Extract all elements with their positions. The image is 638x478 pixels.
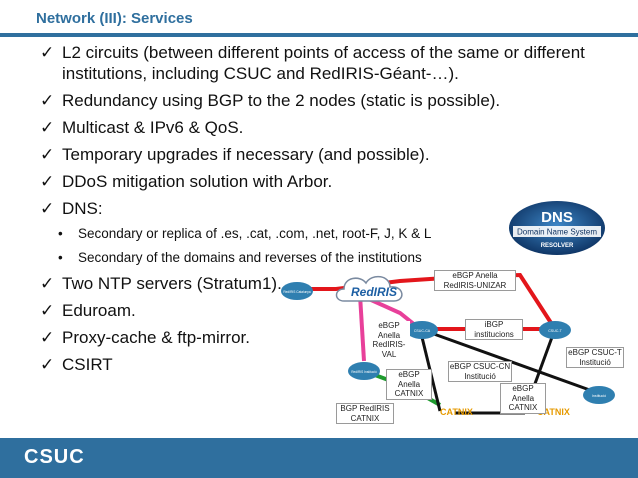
bullet-text: Two NTP servers (Stratum1). xyxy=(62,274,282,293)
label-ebgp-val: eBGP Anella RedIRIS-VAL xyxy=(368,321,410,359)
bullet-text: Eduroam. xyxy=(62,301,136,320)
bullet-item: ✓ Redundancy using BGP to the 2 nodes (st… xyxy=(40,90,600,111)
sub-bullet-text: Secondary of the domains and reverses of… xyxy=(78,250,422,265)
link-red-unizar xyxy=(294,272,557,331)
check-icon: ✓ xyxy=(40,274,55,293)
link-pink-vertical xyxy=(358,294,366,362)
dns-footer: RESOLVER xyxy=(541,243,574,249)
label-ebgp-catnix-2: eBGP Anella CATNIX xyxy=(500,383,546,414)
sub-bullet-item: • Secondary or replica of .es, .cat, .com… xyxy=(40,225,600,243)
svg-text:CSUC-CA: CSUC-CA xyxy=(414,329,431,333)
bullet-item: ✓ Multicast & IPv6 & QoS. xyxy=(40,117,600,138)
bullet-text: Proxy-cache & ftp-mirror. xyxy=(62,328,250,347)
check-icon: ✓ xyxy=(40,328,55,347)
bullet-item: ✓ Eduroam. xyxy=(40,300,600,321)
bullet-text: L2 circuits (between different points of… xyxy=(62,43,585,83)
dns-badge: DNS Domain Name System RESOLVER xyxy=(509,201,605,255)
router-icon: RedIRIS Institució xyxy=(348,362,380,380)
bullet-item: ✓ Two NTP servers (Stratum1). xyxy=(40,273,600,294)
sub-bullet-item: • Secondary of the domains and reverses o… xyxy=(40,249,600,267)
check-icon: ✓ xyxy=(40,172,55,191)
slide-title: Network (III): Services xyxy=(36,10,193,27)
footer-logo: CSUC xyxy=(24,446,85,468)
sub-bullet-text: Secondary or replica of .es, .cat, .com,… xyxy=(78,226,432,241)
bullet-text: Temporary upgrades if necessary (and pos… xyxy=(62,145,430,164)
label-ebgp-csuc-t: eBGP CSUC-T Institució xyxy=(566,347,624,368)
svg-text:RedIRIS Institució: RedIRIS Institució xyxy=(351,370,377,374)
bullet-text: DNS: xyxy=(62,199,103,218)
bullet-item: ✓ Proxy-cache & ftp-mirror. xyxy=(40,327,600,348)
catnix-label: CATNIX xyxy=(537,407,570,417)
svg-text:RedIRIS Catalunya: RedIRIS Catalunya xyxy=(283,290,311,294)
label-ibgp: iBGP institucions xyxy=(465,319,523,340)
bullet-item: ✓ L2 circuits (between different points o… xyxy=(40,42,600,84)
check-icon: ✓ xyxy=(40,301,55,320)
bullet-item: ✓ Temporary upgrades if necessary (and po… xyxy=(40,144,600,165)
bullet-text: CSIRT xyxy=(62,355,113,374)
bullet-item: ✓ DNS: xyxy=(40,198,600,219)
label-ebgp-unizar: eBGP Anella RedIRIS-UNIZAR xyxy=(434,270,516,291)
bullet-text: Redundancy using BGP to the 2 nodes (sta… xyxy=(62,91,501,110)
network-diagram: RedIRIS Catalunya CSUC-CA CSUC-T RedIRIS… xyxy=(280,263,630,433)
bullet-item: ✓ CSIRT xyxy=(40,354,600,375)
svg-text:Institució: Institució xyxy=(592,394,606,398)
bullet-text: DDoS mitigation solution with Arbor. xyxy=(62,172,333,191)
router-icon: RedIRIS Catalunya xyxy=(281,282,313,300)
router-icon: CSUC-T xyxy=(539,321,571,339)
label-ebgp-csuc-cn: eBGP CSUC-CN Institució xyxy=(448,361,512,382)
bullet-dot-icon: • xyxy=(58,226,63,241)
label-ebgp-catnix-1: eBGP Anella CATNIX xyxy=(386,369,432,400)
check-icon: ✓ xyxy=(40,145,55,164)
router-icon: Institució xyxy=(583,386,615,404)
check-icon: ✓ xyxy=(40,118,55,137)
label-bgp-rediris-catnix: BGP RedIRIS CATNIX xyxy=(336,403,394,424)
footer-bar: CSUC xyxy=(0,438,638,478)
dns-subtitle: Domain Name System xyxy=(517,228,597,237)
bullet-text: Multicast & IPv6 & QoS. xyxy=(62,118,244,137)
router-icon: CSUC-CA xyxy=(406,321,438,339)
bullet-dot-icon: • xyxy=(58,250,63,265)
cloud-icon: RedIRIS xyxy=(335,275,403,302)
bullet-item: ✓ DDoS mitigation solution with Arbor. xyxy=(40,171,600,192)
check-icon: ✓ xyxy=(40,91,55,110)
check-icon: ✓ xyxy=(40,43,55,62)
cloud-label: RedIRIS xyxy=(351,285,397,299)
catnix-label: CATNIX xyxy=(440,407,473,417)
dns-title: DNS xyxy=(541,209,573,226)
svg-text:CSUC-T: CSUC-T xyxy=(548,329,562,333)
title-underline xyxy=(0,33,638,37)
check-icon: ✓ xyxy=(40,199,55,218)
check-icon: ✓ xyxy=(40,355,55,374)
bullet-list: ✓ L2 circuits (between different points o… xyxy=(40,42,600,381)
